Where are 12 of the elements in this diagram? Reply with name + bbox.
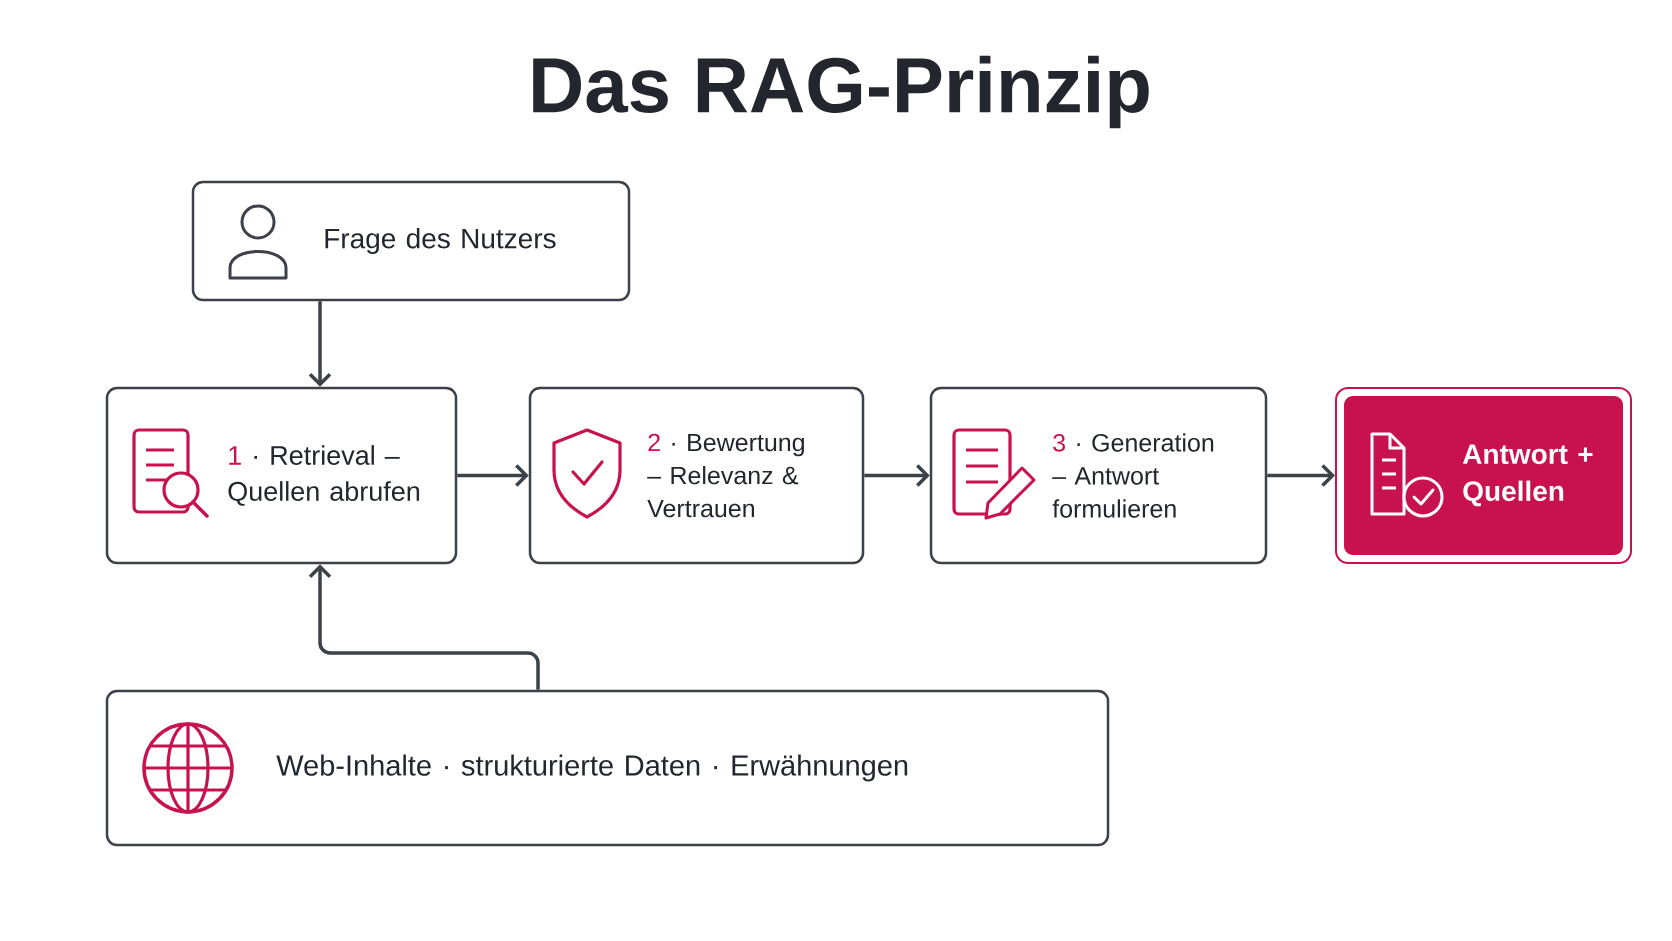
process-box: Frage des Nutzers xyxy=(191,180,631,302)
arrow xyxy=(864,464,930,487)
arrow xyxy=(308,564,540,690)
process-box: 2 · Bewertung – Relevanz & Vertrauen xyxy=(528,386,865,565)
arrow xyxy=(457,464,529,487)
arrow xyxy=(308,301,332,387)
process-box: 1 · Retrieval – Quellen abrufen xyxy=(105,386,458,565)
arrow xyxy=(1267,464,1335,487)
result-box: Antwort + Quellen xyxy=(1335,387,1632,564)
title: Das RAG-Prinzip xyxy=(533,55,1149,129)
process-box: Web-Inhalte · strukturierte Daten · Erwähnungen xyxy=(105,689,1110,847)
process-box: 3 · Generation – Antwort formulieren xyxy=(929,386,1268,565)
